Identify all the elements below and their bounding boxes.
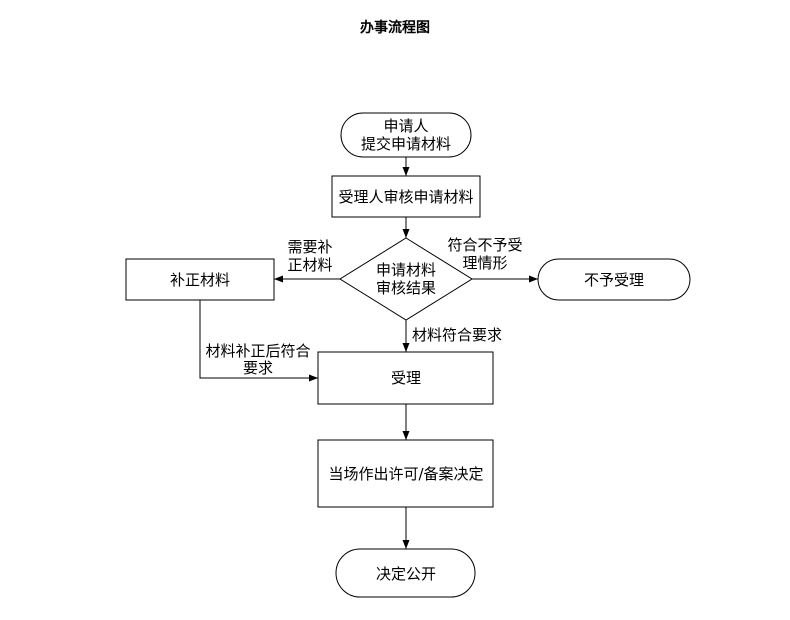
- node-review: 受理人审核申请材料: [331, 175, 481, 218]
- node-accept: 受理: [317, 351, 494, 405]
- process-shape: [125, 258, 275, 301]
- edge-label-decision-to-reject: 符合不予受 理情形: [447, 236, 522, 272]
- node-reject: 不予受理: [537, 258, 691, 301]
- node-supplement: 补正材料: [125, 258, 275, 301]
- process-shape: [331, 175, 481, 218]
- edge-label-line: 要求: [243, 359, 273, 377]
- node-label-line: 受理: [391, 369, 421, 387]
- node-label-line: 不予受理: [584, 271, 644, 289]
- edge-supplement-to-accept: [199, 300, 318, 382]
- edge-label-line: 理情形: [462, 254, 507, 272]
- edge-label-line: 符合不予受: [447, 236, 522, 254]
- terminal-shape: [537, 258, 691, 301]
- node-label-line: 申请人: [383, 117, 428, 135]
- process-shape: [317, 351, 494, 405]
- decision-shape: [339, 237, 473, 321]
- node-publish: 决定公开: [335, 548, 476, 598]
- node-decide: 当场作出许可/备案决定: [317, 439, 494, 508]
- terminal-shape: [335, 548, 476, 598]
- edge-label-decision-to-supplement: 需要补 正材料: [287, 238, 332, 274]
- edge-label-supplement-to-accept: 材料补正后符合 要求: [205, 342, 310, 377]
- node-label-line: 受理人审核申请材料: [338, 188, 473, 206]
- edge-label-line: 材料补正后符合: [205, 342, 310, 360]
- diagram-title: 办事流程图: [360, 19, 430, 36]
- node-label-line: 决定公开: [376, 565, 436, 583]
- terminal-shape: [340, 112, 472, 158]
- edge-label-line: 需要补: [287, 238, 332, 256]
- node-label-line: 补正材料: [170, 271, 230, 289]
- edge-label-line: 正材料: [287, 256, 332, 274]
- node-label-line: 审核结果: [376, 279, 436, 297]
- node-decision: 申请材料 审核结果: [339, 237, 473, 321]
- node-label-line: 提交申请材料: [361, 135, 451, 153]
- node-submit: 申请人 提交申请材料: [340, 112, 472, 158]
- node-label-line: 申请材料: [376, 261, 436, 279]
- edge-label-line: 材料符合要求: [412, 326, 502, 344]
- node-label-line: 当场作出许可/备案决定: [328, 465, 483, 483]
- process-shape: [317, 439, 494, 508]
- edge-label-decision-to-accept: 材料符合要求: [412, 326, 502, 344]
